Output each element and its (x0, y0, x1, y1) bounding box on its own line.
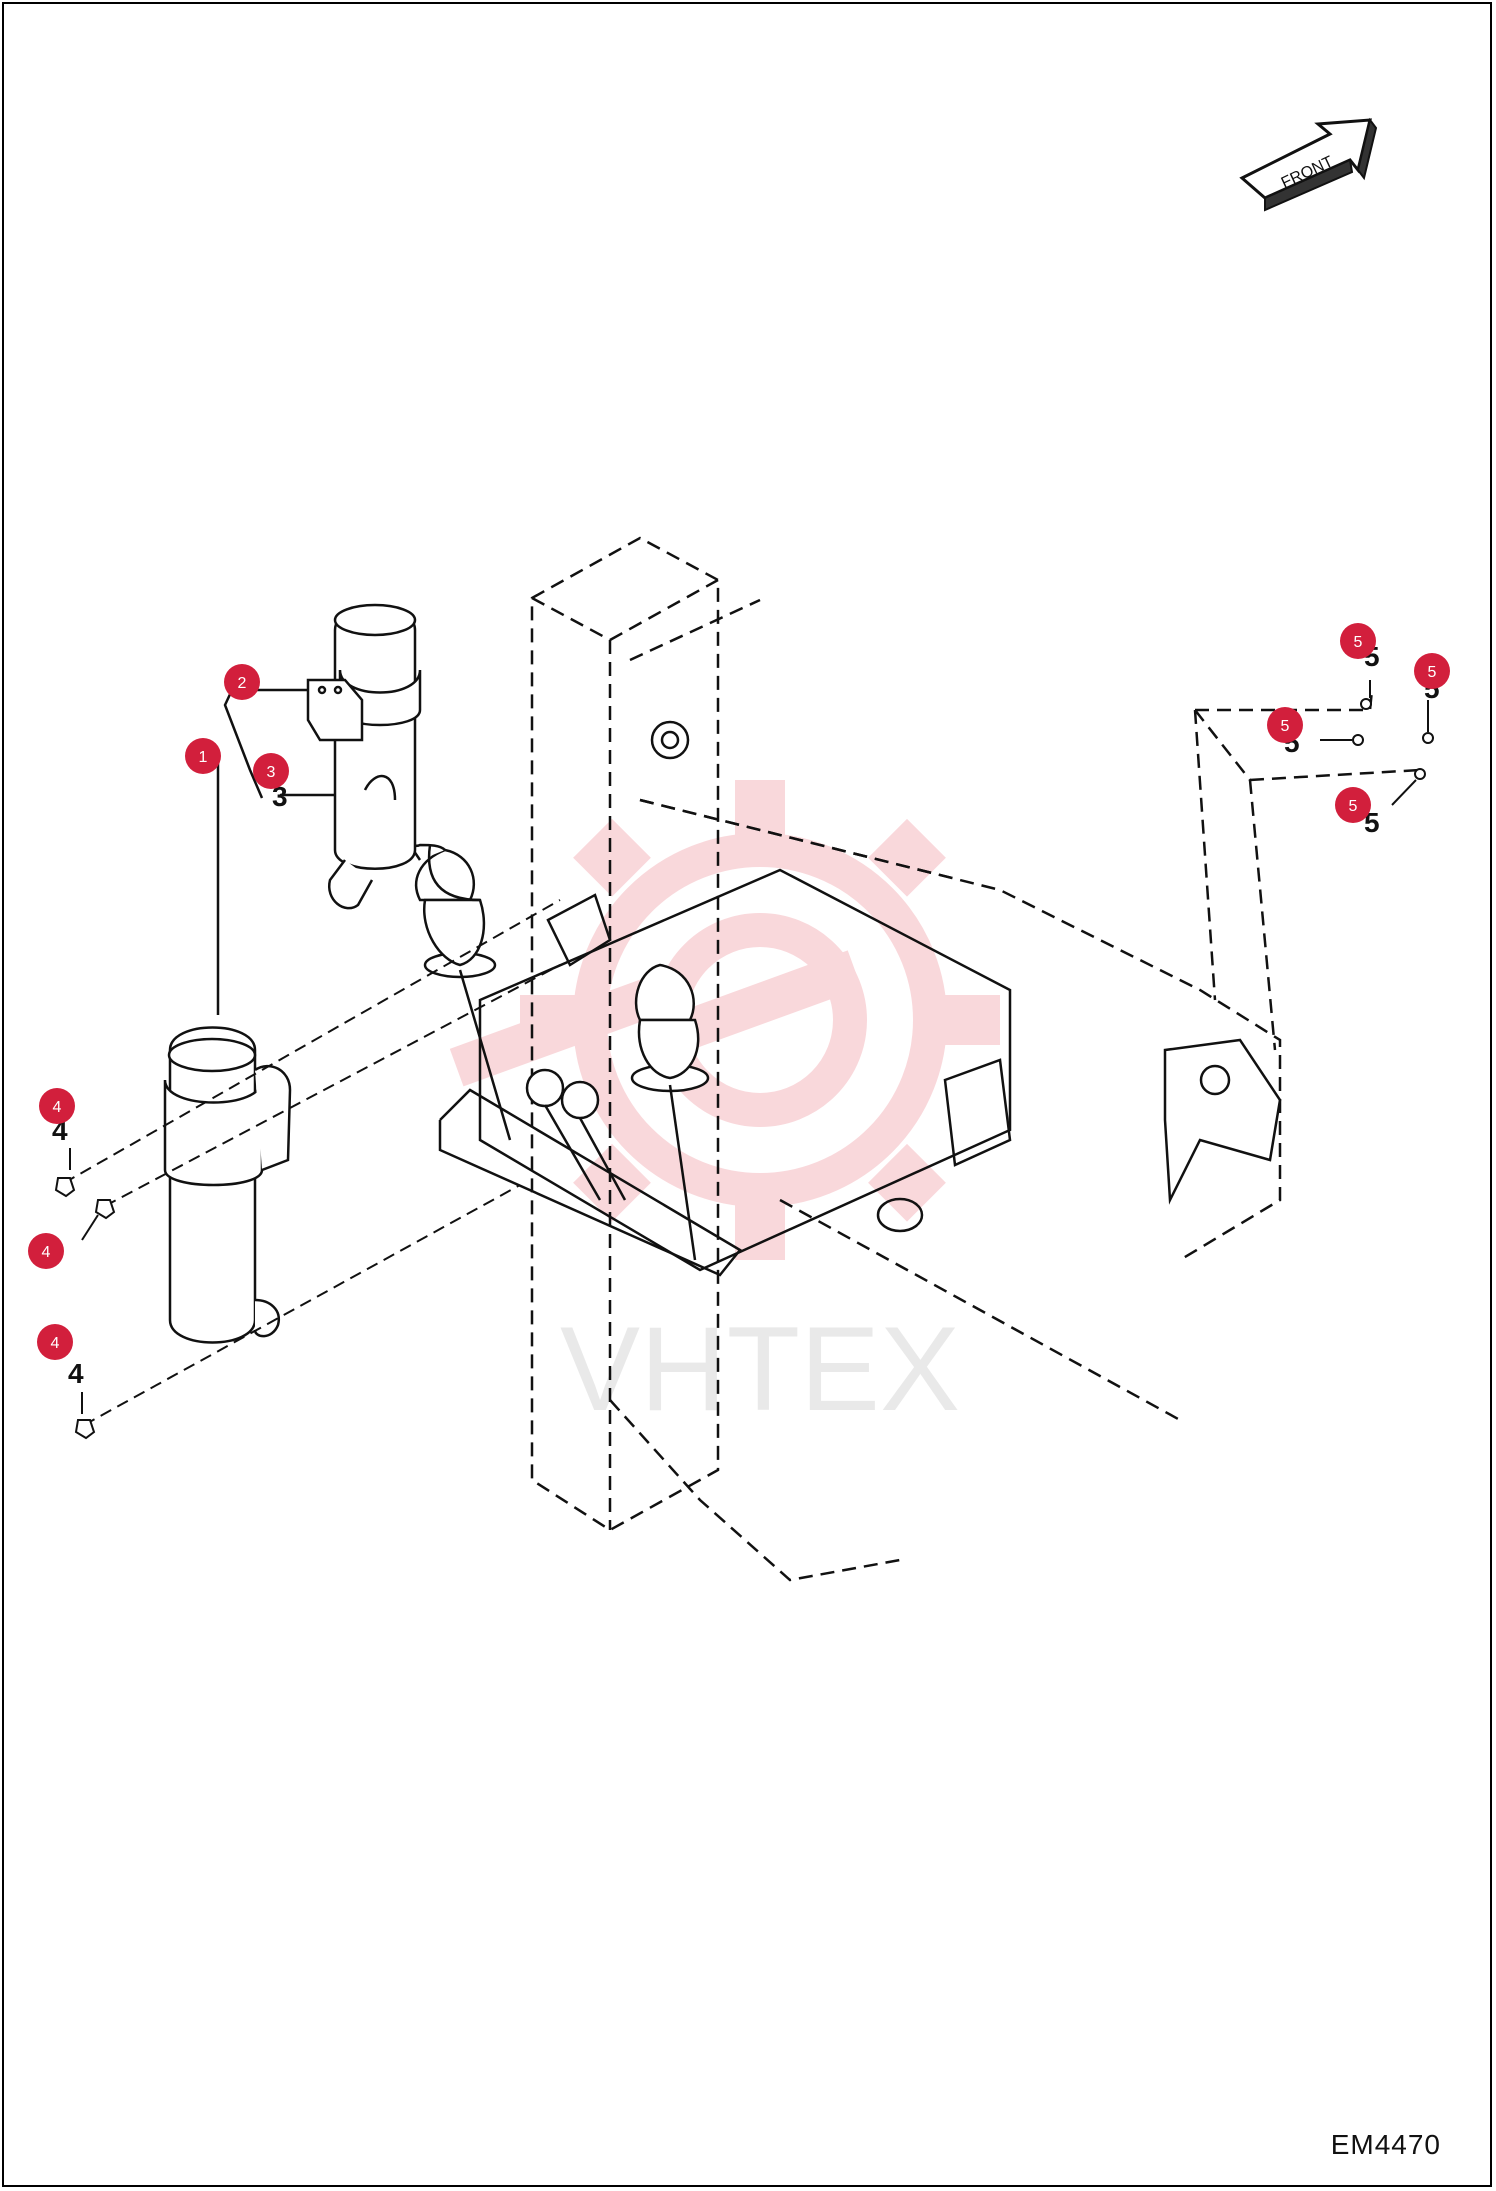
callout-4b: 4 (28, 1233, 64, 1269)
part-number-3: 3 (272, 781, 288, 812)
front-direction-arrow-icon: FRONT (1239, 117, 1378, 212)
callout-bubbles: 1 2 3 4 4 4 5 5 (28, 623, 1450, 1360)
callout-4a: 4 (39, 1088, 75, 1124)
joystick-left (407, 841, 512, 1141)
bolt-4-icons (54, 1177, 116, 1440)
callout-4a-label: 4 (53, 1099, 62, 1116)
callout-2: 2 (224, 664, 260, 700)
callout-5a: 5 (1340, 623, 1376, 659)
callout-5c: 5 (1267, 707, 1303, 743)
part-number-4c: 4 (68, 1358, 84, 1389)
callout-5d-label: 5 (1349, 798, 1358, 815)
callout-3: 3 (253, 753, 289, 789)
callout-5a-label: 5 (1354, 634, 1363, 651)
watermark-gear-teeth (449, 780, 1000, 1260)
callout-5b-label: 5 (1428, 664, 1437, 681)
callout-5c-label: 5 (1281, 718, 1290, 735)
callout-1: 1 (185, 738, 221, 774)
part-2-3-holder-bracket (223, 603, 422, 910)
callout-5d: 5 (1335, 787, 1371, 823)
callout-1-label: 1 (199, 749, 208, 766)
watermark-text: VHTEX (560, 1302, 960, 1436)
joystick-right (525, 963, 710, 1261)
bolt-4-leaders (63, 899, 561, 1426)
callout-2-label: 2 (238, 675, 247, 692)
callout-4b-label: 4 (42, 1244, 51, 1261)
callout-4c-label: 4 (51, 1335, 60, 1352)
control-console (438, 720, 1282, 1277)
callout-leaders (69, 680, 1429, 1414)
callout-5b: 5 (1414, 653, 1450, 689)
watermark: VHTEX (449, 780, 1000, 1436)
bolt-5-icons (1352, 698, 1434, 780)
machine-frame-dashed (530, 536, 1421, 1582)
callout-4c: 4 (37, 1324, 73, 1360)
part-1-cup-holder (163, 752, 292, 1344)
callout-3-label: 3 (267, 764, 276, 781)
figure-code: EM4470 (1330, 2129, 1441, 2160)
